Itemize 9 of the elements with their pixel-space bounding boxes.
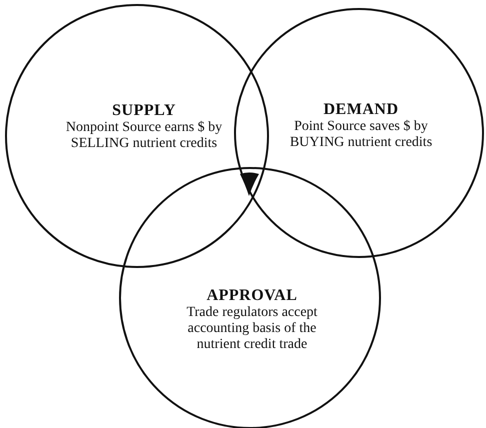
circle-description: Nonpoint Source earns $ by SELLING nutrient credits [64, 120, 224, 152]
circle-heading: APPROVAL [206, 287, 298, 305]
circle-heading: DEMAND [322, 101, 400, 119]
venn-circle [5, 4, 269, 268]
circle-description: Point Source saves $ by BUYING nutrient credits [288, 119, 434, 151]
venn-circle [119, 167, 381, 428]
circle-description: Trade regulators accept accounting basis of the nutrient credit trade [186, 305, 318, 353]
circle-heading: SUPPLY [111, 102, 177, 120]
venn-circle [234, 8, 484, 258]
